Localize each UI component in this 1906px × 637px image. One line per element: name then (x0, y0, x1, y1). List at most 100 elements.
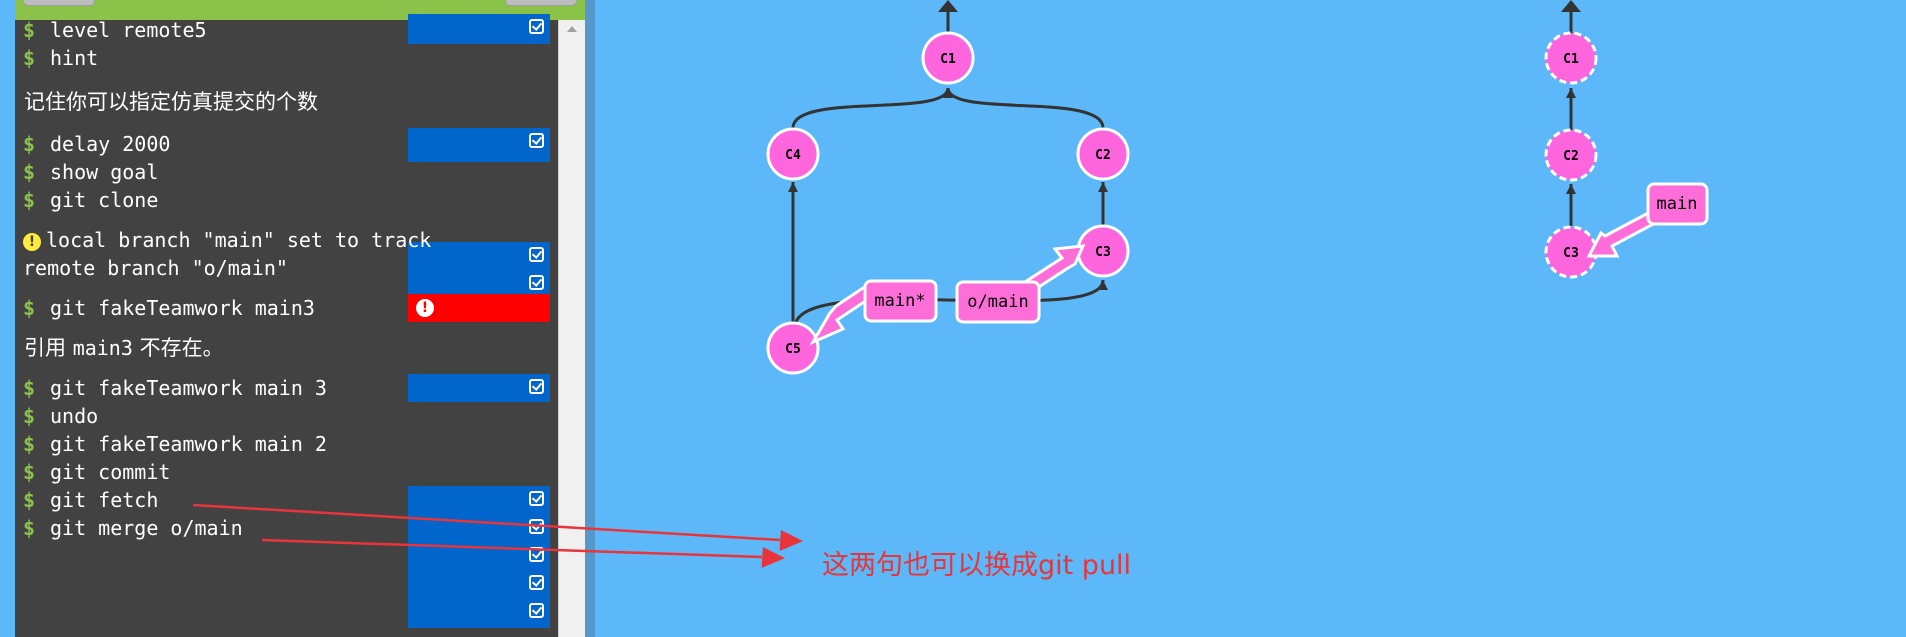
history-row: $ git merge o/main (15, 514, 550, 628)
commit-c5[interactable] (766, 321, 820, 375)
history-command: git clone (50, 188, 159, 212)
status-ok-badge (408, 486, 550, 514)
checkbox-checked-icon (529, 379, 544, 394)
history-row: $ undo (15, 402, 550, 514)
prompt-symbol: $ (23, 432, 36, 456)
history-command: git fakeTeamwork main3 (50, 296, 315, 320)
warning-message-line: ! local branch "main" set to track (23, 226, 431, 254)
branch-tag-main[interactable]: main* (863, 279, 938, 323)
status-ok-badge (408, 374, 550, 402)
edge-c5-to-c3 (793, 279, 1109, 327)
commit-label: C2 (1095, 148, 1111, 163)
history-command: git fetch (50, 488, 159, 512)
history-command: git commit (50, 460, 171, 484)
prompt-symbol: $ (23, 488, 36, 512)
edge-c4-to-c1 (791, 87, 954, 129)
prompt-symbol: $ (23, 18, 36, 42)
status-ok-badge (408, 128, 550, 158)
error-ref-name: main3 (72, 336, 133, 360)
scroll-up-arrow-icon[interactable] (567, 26, 577, 32)
warning-text: local branch "main" set to track (46, 228, 432, 252)
panel-divider (585, 0, 595, 637)
branch-label: o/main (967, 292, 1028, 312)
error-message: 引用 main3 不存在。 (24, 334, 224, 362)
branch-label: main* (874, 291, 925, 311)
history-command: hint (50, 46, 99, 70)
error-text-suffix: 不存在。 (132, 336, 224, 360)
top-arrow-icon (938, 0, 958, 12)
status-ok-badge (408, 570, 550, 598)
annotation-arrow-line (261, 538, 763, 559)
commit-label: C5 (785, 342, 801, 357)
prompt-symbol: $ (23, 516, 36, 540)
commit-label: C3 (1095, 245, 1111, 260)
history-command: undo (50, 404, 99, 428)
annotation-text: 这两句也可以换成git pull (822, 550, 1132, 581)
warning-message-line: remote branch "o/main" (23, 256, 288, 280)
prompt-symbol: $ (23, 188, 36, 212)
checkbox-checked-icon (529, 547, 544, 562)
branch-arrow-o-main (1022, 244, 1086, 295)
terminal-toolbar-button-right[interactable] (505, 0, 577, 6)
command-terminal[interactable]: $ level remote5 $ hint 记住你可以指定仿真提交的个数 $ … (15, 0, 585, 637)
checkbox-checked-icon (529, 491, 544, 506)
error-text-prefix: 引用 (24, 336, 73, 360)
goal-commit-c2 (1544, 128, 1598, 182)
status-ok-badge (408, 14, 550, 44)
prompt-symbol: $ (23, 160, 36, 184)
status-ok-badge (408, 598, 550, 628)
commit-c1[interactable] (921, 31, 975, 85)
commit-c4[interactable] (766, 127, 820, 181)
history-command: show goal (50, 160, 159, 184)
checkbox-checked-icon (529, 275, 544, 290)
history-row: $ git fetch (15, 486, 550, 598)
history-command: level remote5 (50, 18, 207, 42)
hint-message: 记住你可以指定仿真提交的个数 (24, 90, 318, 114)
warning-circle-icon: ! (23, 233, 41, 251)
edge-c2-to-c1 (942, 87, 1105, 129)
checkbox-checked-icon (529, 603, 544, 618)
history-row: $ git fakeTeamwork main 2 (15, 430, 550, 542)
prompt-symbol: $ (23, 132, 36, 156)
history-row: $ git commit (15, 458, 550, 570)
prompt-symbol: $ (23, 376, 36, 400)
checkbox-checked-icon (529, 133, 544, 148)
prompt-symbol: $ (23, 460, 36, 484)
branch-label: main (1657, 194, 1698, 214)
prompt-symbol: $ (23, 296, 36, 320)
terminal-scrollbar[interactable] (558, 20, 585, 637)
checkbox-checked-icon (529, 247, 544, 262)
history-row: $ git fakeTeamwork main3 ! (15, 294, 550, 322)
annotation-arrow-line (192, 503, 781, 542)
goal-branch-arrow-main (1586, 209, 1662, 258)
history-row: $ git fakeTeamwork main 3 (15, 374, 550, 402)
annotation-arrowhead-icon (779, 530, 803, 551)
commit-label: C4 (785, 148, 801, 163)
prompt-symbol: $ (23, 46, 36, 70)
goal-commit-c1 (1544, 31, 1598, 85)
branch-tag-o-main[interactable]: o/main (955, 280, 1041, 324)
goal-top-arrow-icon (1561, 0, 1581, 12)
status-error-badge: ! (408, 294, 550, 322)
history-command: git merge o/main (50, 516, 243, 540)
status-ok-badge (408, 242, 550, 270)
history-row: $ show goal (15, 158, 550, 270)
prompt-symbol: $ (23, 404, 36, 428)
goal-commit-label: C3 (1563, 246, 1579, 261)
history-command: git fakeTeamwork main 2 (50, 432, 327, 456)
checkbox-checked-icon (529, 575, 544, 590)
goal-branch-tag-main: main (1646, 182, 1709, 226)
history-row: $ level remote5 (15, 14, 550, 44)
history-command: delay 2000 (50, 132, 171, 156)
goal-commit-label: C2 (1563, 149, 1579, 164)
error-circle-icon: ! (416, 299, 434, 317)
commit-label: C1 (940, 52, 956, 67)
annotation-arrowhead-icon (761, 547, 785, 568)
checkbox-checked-icon (529, 19, 544, 34)
goal-commit-label: C1 (1563, 52, 1579, 67)
history-command: git fakeTeamwork main 3 (50, 376, 327, 400)
commit-c2[interactable] (1076, 127, 1130, 181)
terminal-toolbar-button-left[interactable] (23, 0, 95, 6)
history-row: $ delay 2000 (15, 128, 550, 158)
